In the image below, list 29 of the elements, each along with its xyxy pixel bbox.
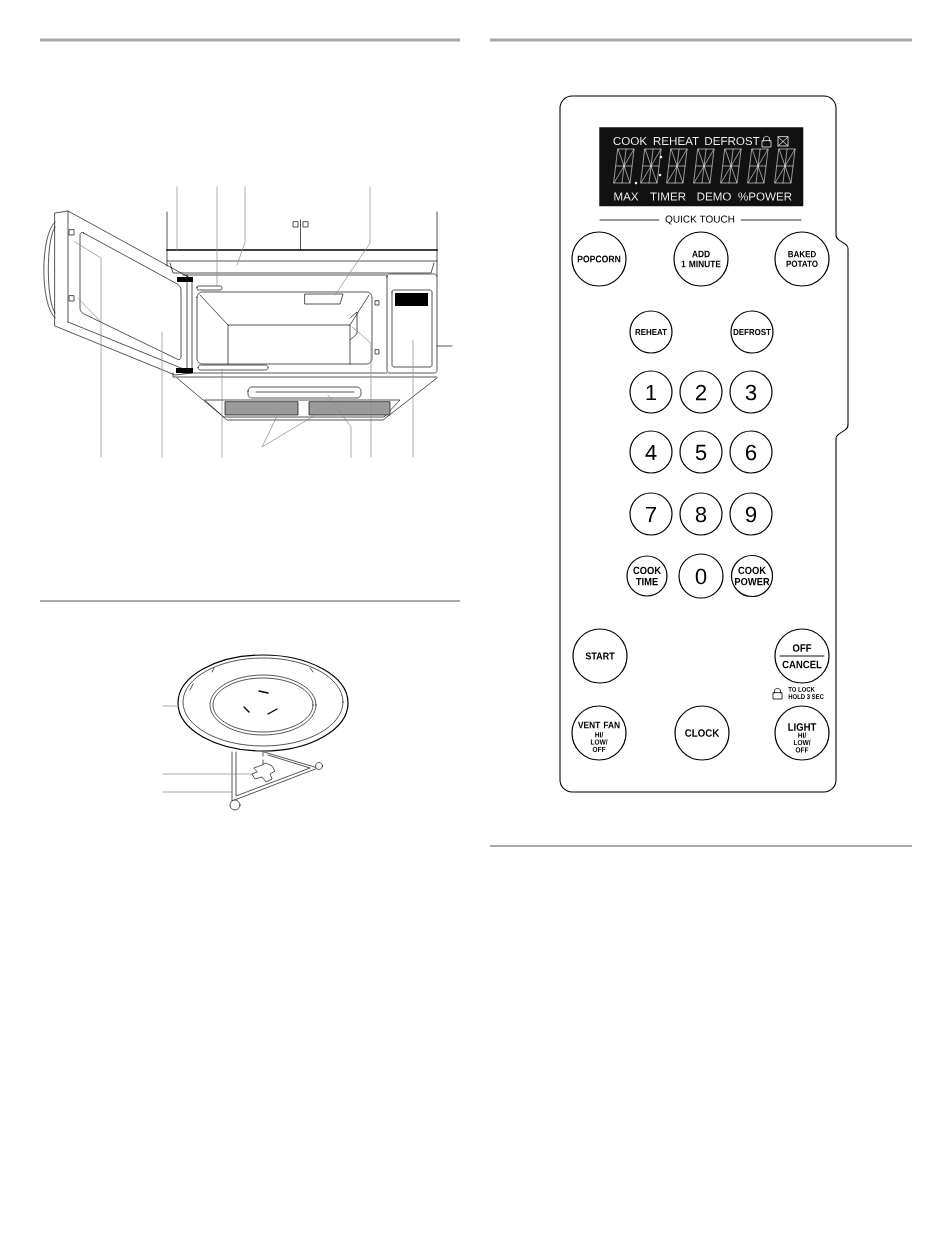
node-label: REHEAT xyxy=(653,137,699,145)
node-label: COOK xyxy=(613,136,647,146)
round-button: ADD 1 MINUTE xyxy=(673,231,729,287)
round-button: OFF CANCEL xyxy=(774,628,830,684)
round-button: 1 xyxy=(629,370,673,414)
round-button: CLOCK xyxy=(674,705,730,761)
round-button: 2 xyxy=(679,370,723,414)
node-label: DEFROST xyxy=(705,136,760,146)
round-button: START xyxy=(572,628,628,684)
round-button: 3 xyxy=(729,370,773,414)
round-button: 9 xyxy=(729,492,773,536)
round-button: 6 xyxy=(729,430,773,474)
node-label: MAX xyxy=(614,192,639,201)
node-label: TIMER xyxy=(650,192,686,201)
round-button: COOK POWER xyxy=(730,554,774,598)
round-button: 5 xyxy=(679,430,723,474)
round-button: REHEAT xyxy=(629,310,673,354)
round-button: COOK TIME xyxy=(626,555,668,597)
round-button: BAKED POTATO xyxy=(774,231,830,287)
section-label: QUICK TOUCH xyxy=(665,215,735,225)
round-button: 8 xyxy=(679,492,723,536)
node-label: DEMO xyxy=(697,192,731,201)
round-button: POPCORN xyxy=(571,231,627,287)
round-button: DEFROST xyxy=(730,310,774,354)
control-panel xyxy=(559,95,849,793)
round-button: 7 xyxy=(629,492,673,536)
round-button: 0 xyxy=(678,553,724,599)
node-label: %POWER xyxy=(738,192,792,201)
round-button: 4 xyxy=(629,430,673,474)
